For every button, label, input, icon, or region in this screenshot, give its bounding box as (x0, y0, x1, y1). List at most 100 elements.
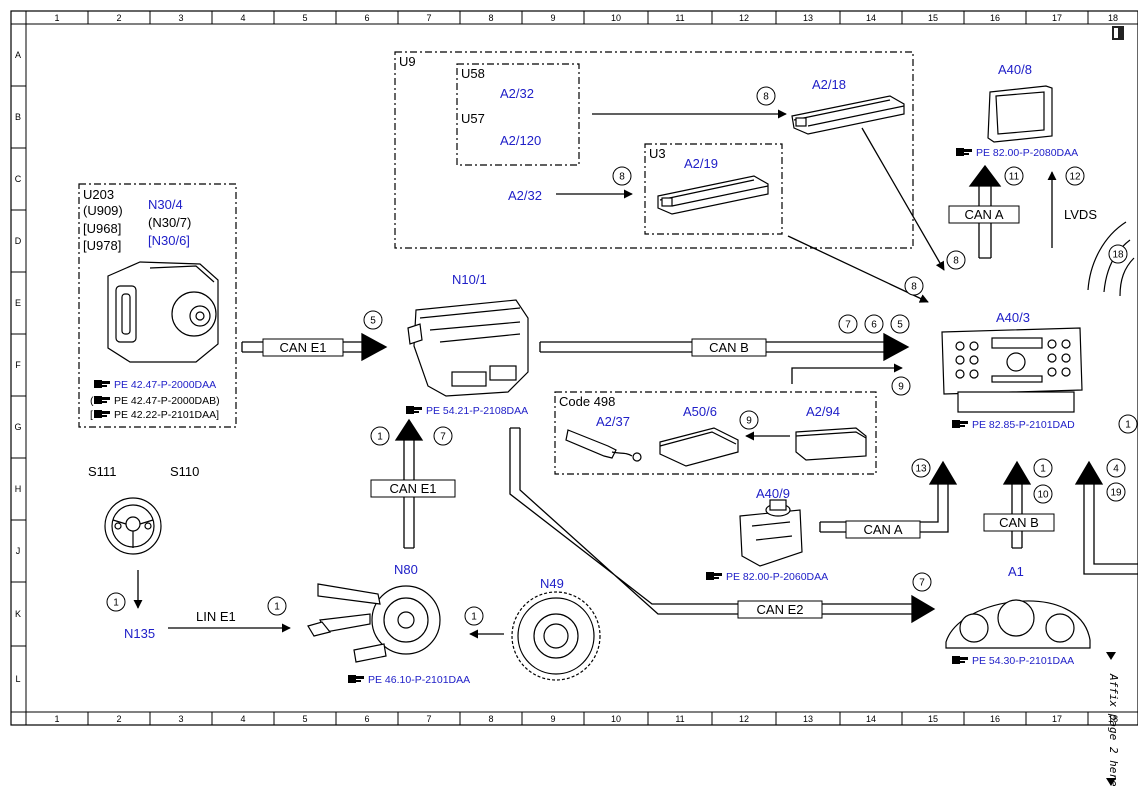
pointing-hand-icon (348, 675, 364, 683)
bus-label-can-a-top: CAN A (964, 207, 1003, 222)
pointing-hand-icon (406, 406, 422, 414)
label-n135: N135 (124, 626, 155, 641)
grid-col-label-bottom: 4 (240, 714, 245, 724)
callout-number: 10 (1037, 490, 1049, 501)
ref-a1: PE 54.30-P-2101DAA (972, 655, 1074, 667)
label-n30-7: (N30/7) (148, 215, 191, 230)
grid-col-label-top: 17 (1052, 13, 1062, 23)
group-u58-label: U58 (461, 66, 485, 81)
label-n49: N49 (540, 576, 564, 591)
grid-col-label-bottom: 8 (488, 714, 493, 724)
grid-col-label-top: 12 (739, 13, 749, 23)
a40-3-head-unit-drawing (941, 327, 1083, 413)
bus-label-lvds: LVDS (1064, 207, 1097, 222)
callout-c5: 8 (946, 250, 966, 270)
grid-row-label: A (15, 50, 21, 60)
label-a50-6: A50/6 (683, 404, 717, 419)
label-a40-8: A40/8 (998, 62, 1032, 77)
bus-label-boxes (262, 205, 1055, 619)
grid-row-label: L (15, 674, 20, 684)
group-u3-label: U3 (649, 146, 666, 161)
a2-37-antenna-drawing (565, 429, 642, 462)
grid-col-label-bottom: 6 (364, 714, 369, 724)
callout-c19: 4 (1106, 458, 1126, 478)
grid-col-label-bottom: 17 (1052, 714, 1062, 724)
group-u203-box (78, 183, 237, 428)
grid-col-label-bottom: 2 (116, 714, 121, 724)
n30-4-esp-unit-drawing (107, 261, 219, 363)
callout-number: 12 (1069, 172, 1081, 183)
label-a2-18: A2/18 (812, 77, 846, 92)
group-u58-box (456, 63, 580, 166)
grid-row-label: B (15, 112, 21, 122)
label-n30-4: N30/4 (148, 197, 183, 212)
callout-number: 11 (1009, 172, 1020, 183)
callout-c8: 5 (363, 310, 383, 330)
grid-col-label-top: 5 (302, 13, 307, 23)
grid-col-label-bottom: 3 (178, 714, 183, 724)
label-n80: N80 (394, 562, 418, 577)
bus-label-can-a-bottom: CAN A (863, 522, 902, 537)
ref-n30-4-2101-bracket: [ (90, 409, 93, 421)
grid-col-label-top: 11 (675, 13, 684, 23)
group-boxes (78, 51, 914, 475)
callout-number: 1 (471, 612, 477, 623)
grid-row-label: F (15, 360, 21, 370)
callout-c10: 6 (864, 314, 884, 334)
pointing-hand-icon (94, 380, 110, 388)
grid-col-label-bottom: 18 (1108, 714, 1118, 724)
group-u9-box (394, 51, 914, 249)
reference-hand-icons (94, 148, 972, 683)
callout-number: 5 (370, 316, 376, 327)
group-code498-label: Code 498 (559, 394, 615, 409)
n10-1-fuse-box-drawing (407, 299, 529, 397)
label-a2-32-left: A2/32 (508, 188, 542, 203)
callout-c3: 11 (1004, 166, 1024, 186)
ref-a40-9: PE 82.00-P-2060DAA (726, 571, 828, 583)
grid-row-label: G (14, 422, 21, 432)
callout-c7: 8 (904, 276, 924, 296)
signal-lines (133, 109, 1057, 639)
grid-col-label-bottom: 16 (990, 714, 1000, 724)
label-s110: S110 (170, 464, 199, 479)
callout-number: 8 (763, 92, 769, 103)
callout-c2: 8 (612, 166, 632, 186)
callout-c16: 13 (911, 458, 931, 478)
grid-col-label-bottom: 10 (611, 714, 621, 724)
grid-col-label-top: 18 (1108, 13, 1118, 23)
grid-col-label-top: 8 (488, 13, 493, 23)
a2-19-module-drawing (657, 175, 769, 215)
callout-number: 1 (113, 598, 119, 609)
component-drawings (104, 85, 1135, 681)
affix-marker-arrow-top (1106, 652, 1116, 660)
grid-col-label-top: 15 (928, 13, 938, 23)
label-a2-19: A2/19 (684, 156, 718, 171)
callout-c20: 19 (1106, 482, 1126, 502)
callout-number: 7 (440, 432, 446, 443)
pointing-hand-icon (94, 410, 110, 418)
callout-number: 1 (1125, 420, 1131, 431)
affix-marker-arrow-bottom (1106, 778, 1116, 786)
label-n10-1: N10/1 (452, 272, 487, 287)
bus-label-can-e2: CAN E2 (757, 602, 804, 617)
grid-row-label: C (15, 174, 22, 184)
affix-page-marker: Affix page 2 here (1107, 673, 1120, 787)
grid-col-label-top: 16 (990, 13, 1000, 23)
callout-c15: 7 (433, 426, 453, 446)
grid-col-label-top: 13 (803, 13, 813, 23)
ref-n30-4-dab-paren: ( (90, 395, 94, 407)
grid-col-label-bottom: 1 (54, 714, 59, 724)
callout-c17: 1 (1033, 458, 1053, 478)
grid-col-label-top: 3 (178, 13, 183, 23)
grid-col-label-bottom: 9 (550, 714, 555, 724)
callout-number: 1 (1040, 464, 1046, 475)
callout-number: 1 (274, 602, 280, 613)
grid-row-label: J (16, 546, 21, 556)
group-code498-box (554, 391, 877, 475)
callout-c22: 1 (267, 596, 287, 616)
grid-col-label-top: 4 (240, 13, 245, 23)
callout-number: 18 (1112, 250, 1124, 261)
grid-col-label-top: 10 (611, 13, 621, 23)
